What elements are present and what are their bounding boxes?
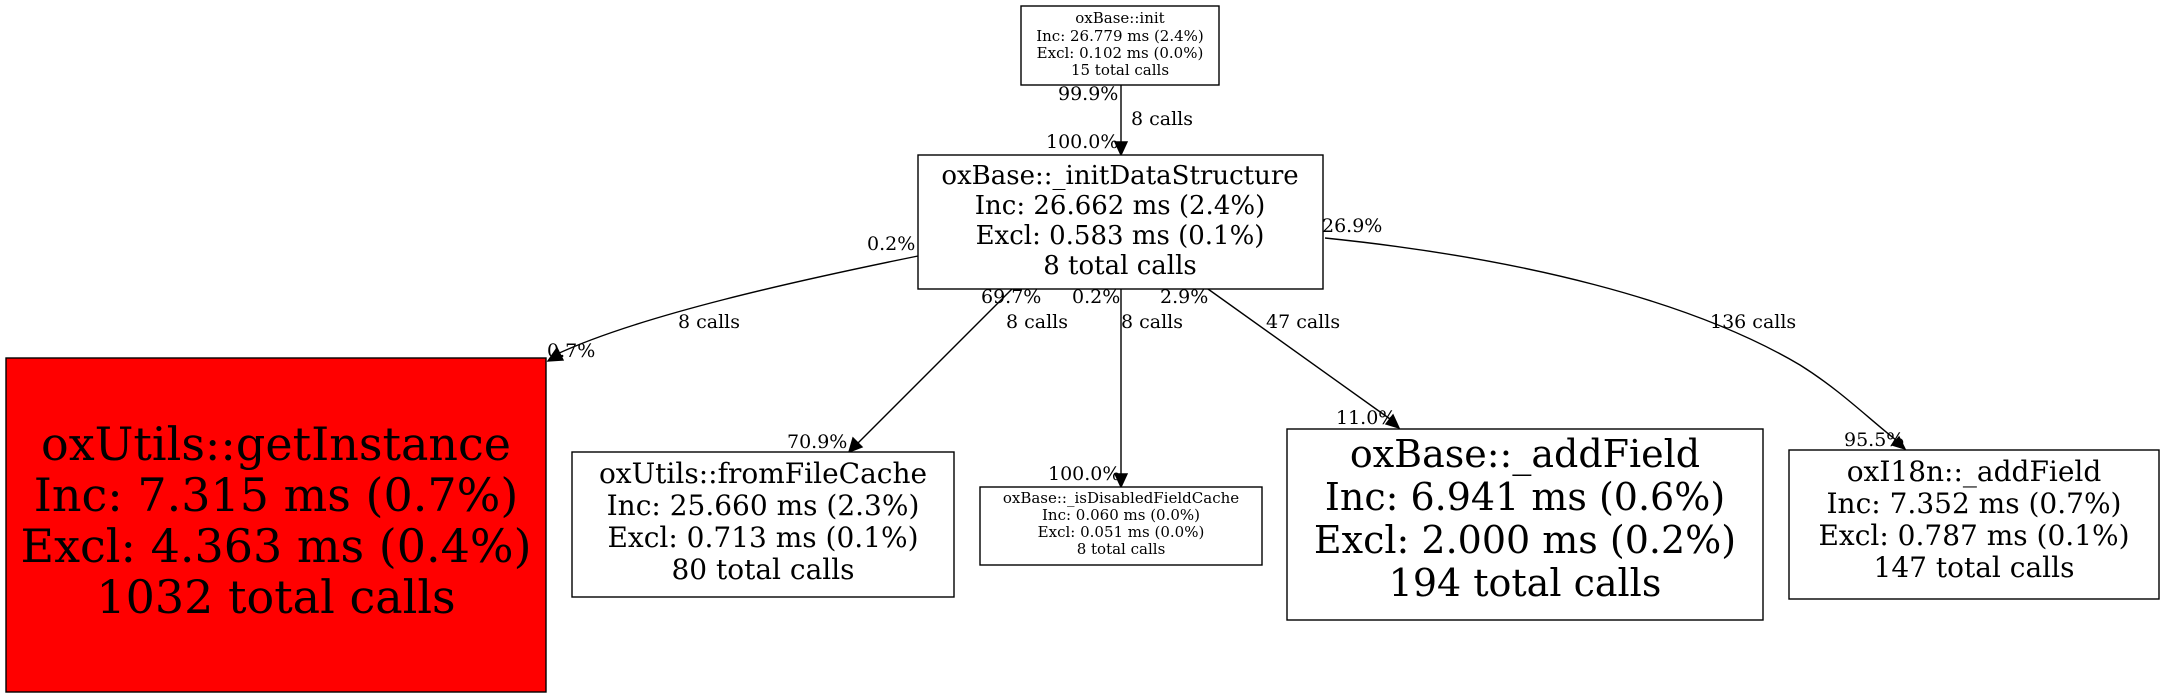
edge-calls-label: 8 calls xyxy=(1121,311,1183,333)
node-title: oxBase::_isDisabledFieldCache xyxy=(1003,489,1239,507)
node-inclusive-time: Inc: 0.060 ms (0.0%) xyxy=(1042,506,1200,524)
edge-initdatastructure-to-fromfilecache[interactable]: 8 calls 69.7% 70.9% xyxy=(787,286,1068,454)
arrowhead-icon xyxy=(1890,435,1907,451)
node-box xyxy=(1286,428,1764,621)
edge-calls-label: 8 calls xyxy=(1131,108,1193,130)
edge-line xyxy=(1324,237,1897,441)
node-title: oxBase::_addField xyxy=(1350,432,1700,477)
node-total-calls: 80 total calls xyxy=(671,553,854,586)
node-total-calls: 194 total calls xyxy=(1389,561,1662,605)
edge-tail-percent: 0.2% xyxy=(867,233,915,255)
node-total-calls: 1032 total calls xyxy=(96,570,455,624)
node-title: oxBase::init xyxy=(1075,9,1164,27)
node-exclusive-time: Excl: 4.363 ms (0.4%) xyxy=(20,519,531,573)
edge-calls-label: 8 calls xyxy=(1006,311,1068,333)
arrowhead-icon xyxy=(1384,413,1401,430)
node-box xyxy=(979,486,1263,566)
node-oxbase-addfield[interactable]: oxBase::_addField Inc: 6.941 ms (0.6%) E… xyxy=(1286,428,1764,621)
arrowhead-icon xyxy=(1113,141,1129,157)
node-total-calls: 8 total calls xyxy=(1077,540,1166,558)
edge-line xyxy=(554,255,919,356)
edge-line xyxy=(1207,288,1391,420)
node-oxbase-init[interactable]: oxBase::init Inc: 26.779 ms (2.4%) Excl:… xyxy=(1020,5,1220,86)
edge-tail-percent: 69.7% xyxy=(981,286,1041,308)
node-title: oxI18n::_addField xyxy=(1847,455,2102,488)
edge-tail-percent: 99.9% xyxy=(1058,83,1118,105)
node-box xyxy=(1020,5,1220,86)
node-total-calls: 8 total calls xyxy=(1043,251,1196,281)
arrowhead-icon xyxy=(847,436,864,454)
node-title: oxUtils::getInstance xyxy=(41,417,511,471)
edge-head-percent: 95.5% xyxy=(1844,429,1904,451)
node-exclusive-time: Excl: 0.713 ms (0.1%) xyxy=(607,521,918,554)
node-exclusive-time: Excl: 0.051 ms (0.0%) xyxy=(1038,523,1205,541)
node-inclusive-time: Inc: 7.352 ms (0.7%) xyxy=(1827,487,2122,520)
edge-calls-label: 8 calls xyxy=(678,311,740,333)
edge-head-percent: 70.9% xyxy=(787,431,847,453)
node-total-calls: 15 total calls xyxy=(1071,61,1169,79)
node-oxbase-initdatastructure[interactable]: oxBase::_initDataStructure Inc: 26.662 m… xyxy=(917,154,1324,290)
node-oxutils-fromfilecache[interactable]: oxUtils::fromFileCache Inc: 25.660 ms (2… xyxy=(571,451,955,598)
node-box xyxy=(1788,449,2160,600)
edge-init-to-initdatastructure[interactable]: 8 calls 99.9% 100.0% xyxy=(1046,83,1193,157)
edge-calls-label: 47 calls xyxy=(1266,311,1340,333)
edge-head-percent: 100.0% xyxy=(1046,131,1118,153)
edge-tail-percent: 2.9% xyxy=(1160,286,1208,308)
node-inclusive-time: Inc: 25.660 ms (2.3%) xyxy=(607,489,920,522)
edge-tail-percent: 0.2% xyxy=(1072,286,1120,308)
node-oxi18n-addfield[interactable]: oxI18n::_addField Inc: 7.352 ms (0.7%) E… xyxy=(1788,449,2160,600)
node-total-calls: 147 total calls xyxy=(1874,551,2075,584)
edge-initdatastructure-to-i18naddfield[interactable]: 136 calls 26.9% 95.5% xyxy=(1322,215,1907,451)
node-box xyxy=(917,154,1324,290)
node-exclusive-time: Excl: 2.000 ms (0.2%) xyxy=(1314,518,1736,562)
node-inclusive-time: Inc: 26.662 ms (2.4%) xyxy=(975,191,1265,221)
node-oxbase-isdisabledfieldcache[interactable]: oxBase::_isDisabledFieldCache Inc: 0.060… xyxy=(979,486,1263,566)
node-inclusive-time: Inc: 7.315 ms (0.7%) xyxy=(34,468,519,522)
node-title: oxBase::_initDataStructure xyxy=(941,161,1298,191)
edge-initdatastructure-to-isdisabledfieldcache[interactable]: 8 calls 0.2% 100.0% xyxy=(1048,286,1183,489)
edge-initdatastructure-to-getinstance[interactable]: 8 calls 0.2% 0.7% xyxy=(546,233,919,362)
edge-tail-percent: 26.9% xyxy=(1322,215,1382,237)
edge-head-percent: 100.0% xyxy=(1048,463,1120,485)
node-inclusive-time: Inc: 6.941 ms (0.6%) xyxy=(1325,475,1725,519)
edge-head-percent: 0.7% xyxy=(547,340,595,362)
arrowhead-icon xyxy=(1113,473,1129,489)
edge-initdatastructure-to-addfield[interactable]: 47 calls 2.9% 11.0% xyxy=(1160,286,1401,430)
arrowhead-icon xyxy=(546,346,565,362)
edge-calls-label: 136 calls xyxy=(1710,311,1796,333)
node-exclusive-time: Excl: 0.787 ms (0.1%) xyxy=(1818,519,2129,552)
node-oxutils-getinstance[interactable]: oxUtils::getInstance Inc: 7.315 ms (0.7%… xyxy=(5,357,547,693)
node-inclusive-time: Inc: 26.779 ms (2.4%) xyxy=(1036,27,1204,45)
edge-line xyxy=(857,288,1013,444)
node-box xyxy=(5,357,547,693)
node-exclusive-time: Excl: 0.583 ms (0.1%) xyxy=(976,221,1265,251)
edge-head-percent: 11.0% xyxy=(1336,407,1396,429)
node-box xyxy=(571,451,955,598)
node-title: oxUtils::fromFileCache xyxy=(599,457,927,490)
node-exclusive-time: Excl: 0.102 ms (0.0%) xyxy=(1037,44,1204,62)
